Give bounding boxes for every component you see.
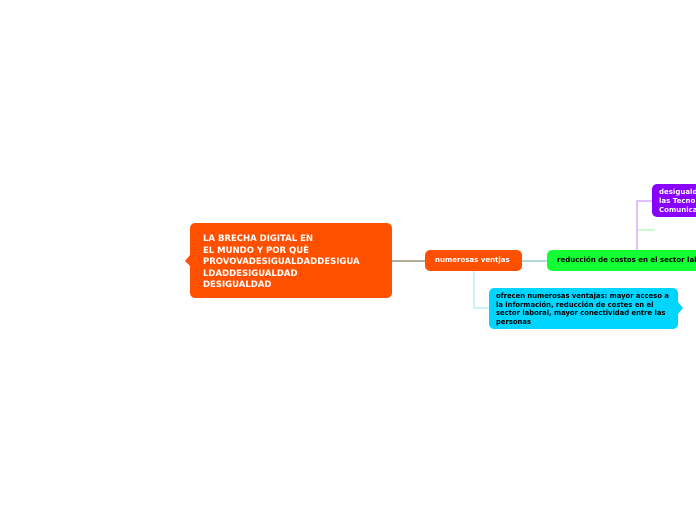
central-topic[interactable]: LA BRECHA DIGITAL EN EL MUNDO Y POR QUÈ …: [190, 223, 392, 298]
ofrecen-right-bracket: [678, 302, 683, 314]
root-left-bracket: [185, 255, 190, 266]
topic-desigualdad[interactable]: desigualdad las Tecno Comunica: [652, 184, 696, 217]
connector-ventajas-ofrecen: [473, 271, 489, 309]
topic-ofrecen-ventajas[interactable]: ofrecen numerosas ventajas: mayor acceso…: [489, 288, 678, 329]
connector-reduccion-desigualdad: [636, 200, 652, 250]
topic-reduccion-costos[interactable]: reducción de costos en el sector laboral: [547, 250, 696, 271]
topic-numerosas-ventajas[interactable]: numerosas ventjas: [425, 250, 522, 271]
